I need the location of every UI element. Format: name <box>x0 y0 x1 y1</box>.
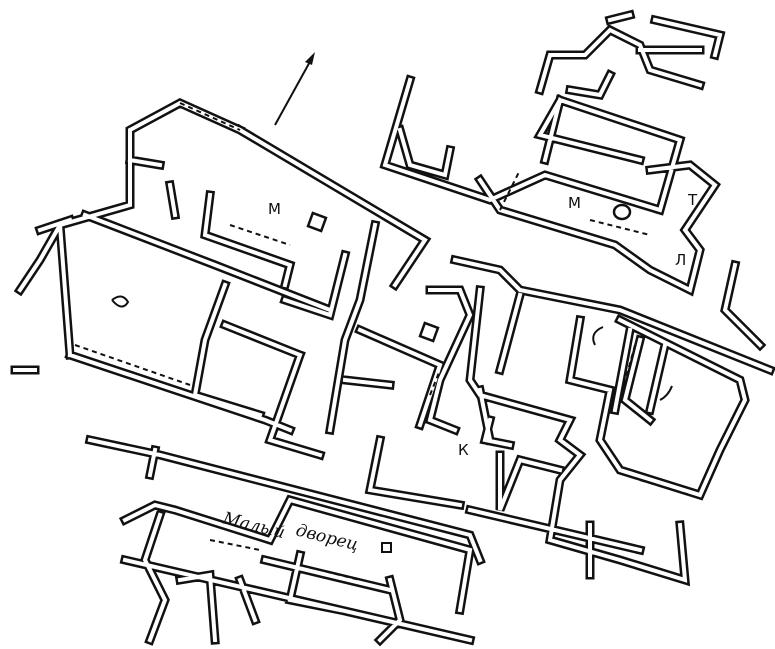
dashed-lines <box>74 102 691 581</box>
label-m-right: М <box>568 194 581 212</box>
label-l: Л <box>675 251 686 269</box>
features <box>111 203 673 553</box>
walls <box>15 15 770 640</box>
label-t: Т <box>687 191 698 209</box>
label-m-left: М <box>268 200 281 218</box>
label-k: К <box>458 441 469 459</box>
north-arrow-icon <box>274 52 315 126</box>
label-small-palace-2: дворец <box>294 520 361 555</box>
